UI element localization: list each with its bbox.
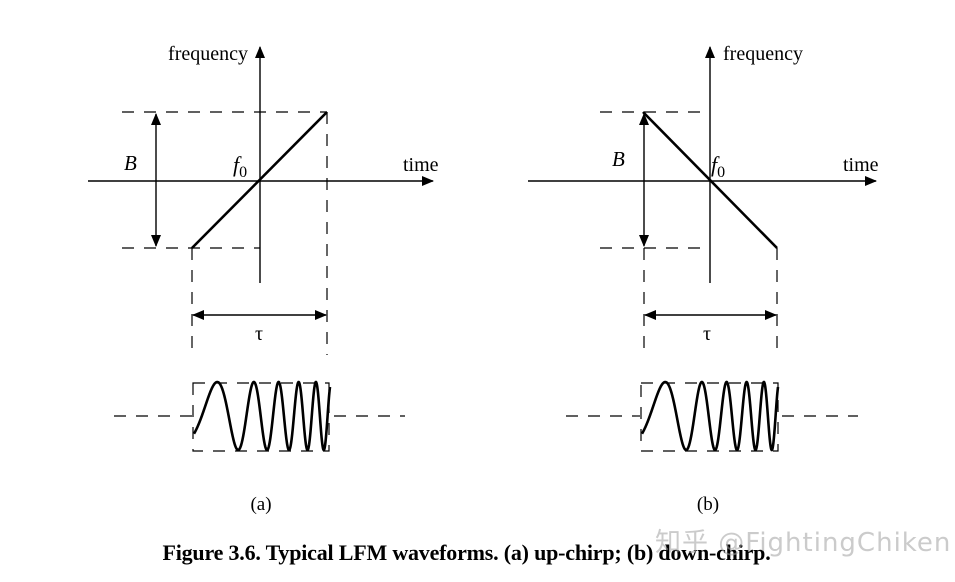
figure-caption: Figure 3.6. Typical LFM waveforms. (a) u… — [162, 540, 771, 565]
panel-b-down-chirp: frequency time B f0 τ (b) — [528, 43, 879, 515]
panel-a-frequency-label: frequency — [168, 43, 248, 65]
panel-b-chirp-waveform — [640, 380, 780, 452]
panel-b-waveform-envelope — [566, 382, 858, 452]
panel-a-guide-lines — [122, 111, 328, 355]
panel-a-bandwidth-label: B — [124, 151, 137, 175]
panel-b-bandwidth-label: B — [612, 147, 625, 171]
panel-a-f0-label: f0 — [233, 152, 247, 181]
panel-b-frequency-label: frequency — [723, 43, 803, 65]
panel-a-time-label: time — [403, 154, 439, 176]
panel-b-chirp-line — [642, 111, 778, 249]
panel-a-up-chirp: frequency time B f0 τ (a) — [88, 43, 439, 515]
panel-b-guide-lines — [600, 111, 778, 355]
panel-b-time-label: time — [843, 154, 879, 176]
panel-a-chirp-waveform — [192, 380, 332, 452]
panel-b-tau-label: τ — [703, 323, 711, 345]
panel-a-chirp-line — [191, 111, 328, 249]
panel-a-caption: (a) — [250, 494, 271, 515]
watermark: 知乎 @FightingChiken — [655, 528, 952, 558]
panel-a-tau-label: τ — [255, 323, 263, 345]
panel-b-caption: (b) — [697, 494, 719, 515]
panel-b-f0-label: f0 — [711, 152, 725, 181]
panel-a-waveform-envelope — [114, 382, 405, 452]
